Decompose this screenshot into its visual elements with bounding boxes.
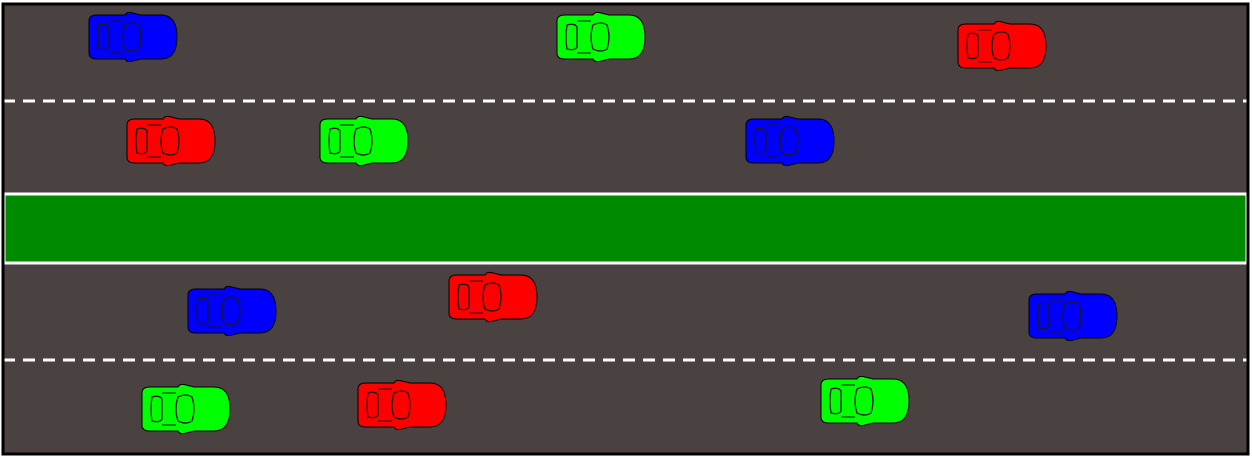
cars-layer	[88, 11, 1118, 435]
red-car	[957, 20, 1047, 72]
red-car	[357, 379, 447, 431]
blue-car	[187, 285, 277, 337]
median-strip	[2, 192, 1249, 265]
green-car	[319, 115, 409, 167]
green-car	[820, 375, 910, 427]
blue-car	[745, 115, 835, 167]
red-car	[448, 271, 538, 323]
blue-car	[88, 11, 178, 63]
green-car	[556, 11, 646, 63]
blue-car	[1028, 290, 1118, 342]
green-car	[141, 383, 231, 435]
red-car	[126, 115, 216, 167]
